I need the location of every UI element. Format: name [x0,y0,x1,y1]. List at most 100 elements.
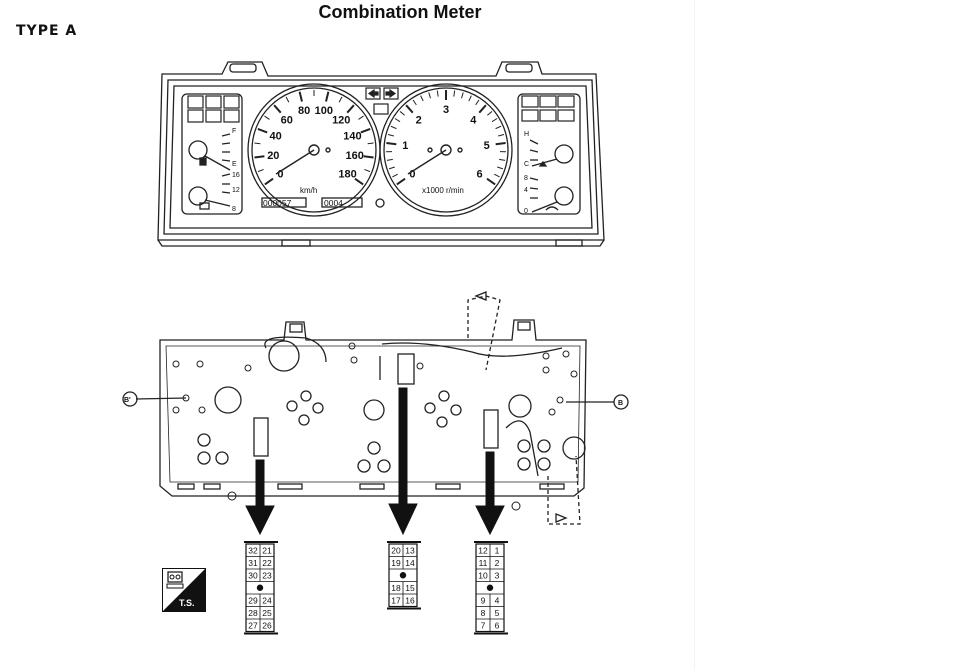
connector-pin-number: 6 [495,621,500,631]
connector-pin-number: 26 [262,621,272,631]
dial-tick [405,104,414,114]
connector-key-dot [256,584,264,591]
dial-tick [386,158,393,161]
connector-flange [244,632,278,635]
dial-tick [257,168,264,173]
volt-low-label: 8 [232,206,236,213]
connector-pin-number: 13 [405,546,415,556]
temp-cold-label: C [524,161,529,168]
speedometer-needle [275,144,331,175]
connector-pin-number: 16 [405,596,415,606]
dial-tick-label: 1 [402,140,408,152]
blank-margin [694,0,960,670]
oil-mid-label: 4 [524,187,528,194]
marker-b: B [618,400,623,407]
connector-pin-number: 15 [405,583,415,593]
connector-pin-number: 22 [262,558,272,568]
trip-readout: 0004 [324,198,343,208]
ts-badge-label: T.S. [179,598,195,608]
dial-tick-label: 80 [298,105,310,117]
fuel-empty-label: E [232,161,237,168]
connector-pin-number: 4 [495,596,500,606]
dial-tick-label: 5 [484,140,490,152]
connector-pin-number: 3 [495,571,500,581]
dial-tick [338,96,343,103]
dial-tick [468,95,472,102]
connector-pin-number: 21 [262,546,272,556]
odometer-readout: 000057 [263,198,292,208]
dial-tick [420,95,424,102]
oil-pressure-gauge [529,177,574,213]
dial-tick [386,142,397,146]
connector-arrows [245,387,505,536]
dial-tick-label: 20 [267,150,279,162]
connector-pin-number: 1 [495,546,500,556]
dial-tick [254,155,265,159]
tachometer-ticks [386,90,506,186]
connector-key-dot [399,572,407,579]
dial-tick [394,118,401,123]
dial-tick [325,91,330,102]
tachometer-unit: x1000 r/min [422,186,464,195]
dial-tick-label: 40 [269,131,281,143]
dial-tick [494,173,500,178]
dial-tick [498,133,505,137]
dial-tick [486,177,496,186]
dial-tick [264,177,274,186]
dial-tick-label: 160 [345,150,363,162]
dial-tick [354,177,364,186]
dial-tick [478,104,487,114]
connector-pin-number: 23 [262,571,272,581]
connector-pin-number: 2 [495,558,500,568]
oil-high-label: 8 [524,175,528,182]
dial-tick [491,118,498,123]
page-title: Combination Meter [318,2,482,22]
dial-tick-label: 140 [343,131,361,143]
type-label: TYPE A [16,23,78,39]
temperature-gauge [529,139,574,167]
dial-tick [475,99,480,106]
dial-tick [412,99,417,106]
dial-tick [254,142,261,145]
connector-pin-number: 32 [248,546,258,556]
dial-tick [428,92,431,99]
connector-pin-number: 24 [262,596,272,606]
dial-tick-label: 60 [281,114,293,126]
dial-tick [396,177,406,186]
volt-high-label: 16 [232,172,240,179]
connector-pin-number: 7 [481,621,486,631]
right-warning-lamps [521,95,575,122]
dial-tick-label: 100 [315,105,333,117]
connector-pin-number: 30 [248,571,258,581]
connector-flange [387,607,421,610]
dial-tick [358,115,364,120]
dial-tick [360,127,371,134]
connector-pin-number: 9 [481,596,486,606]
connector-pin-number: 8 [481,608,486,618]
dial-tick [461,92,464,99]
dial-tick-label: 0 [277,169,283,181]
dial-tick-label: 4 [470,114,477,126]
left-warning-lamps [187,95,240,123]
marker-b-prime: B' [124,397,131,404]
connector-flange [387,541,421,543]
dial-tick [364,168,371,173]
fuel-gauge [188,133,231,171]
connector-pin-number: 25 [262,608,272,618]
connector-pin-number: 31 [248,558,258,568]
connector-pin-number: 17 [391,596,401,606]
connector-pin-number: 20 [391,546,401,556]
speedometer-ticks [254,90,374,186]
troubleshooting-badge: T.S. [162,568,206,612]
turn-signal-indicators [365,87,399,115]
tachometer-needle [407,144,463,175]
connector-key-dot [486,584,494,591]
dial-tick-label: 120 [332,114,350,126]
oil-low-label: 0 [524,208,528,215]
voltmeter-gauge [188,173,231,210]
dial-tick [298,91,303,102]
dial-tick [497,166,504,170]
